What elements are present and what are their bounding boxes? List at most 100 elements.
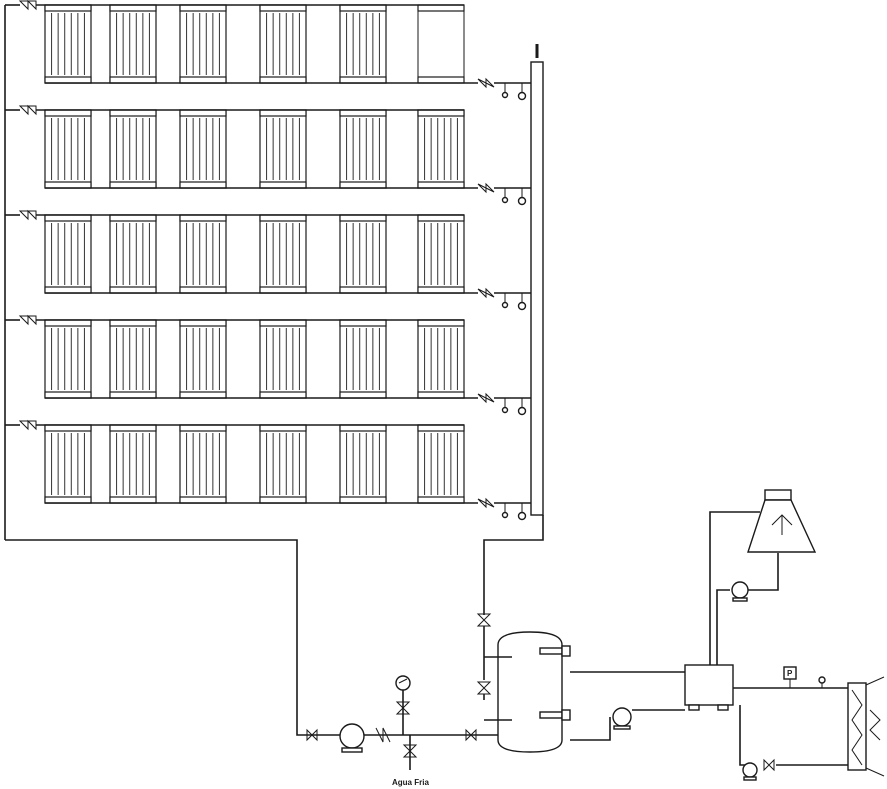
radiator-body xyxy=(259,214,307,294)
pressure-gauge[interactable]: P xyxy=(783,666,797,688)
radiator-header xyxy=(44,109,92,117)
radiator-footer xyxy=(44,496,92,504)
radiator[interactable] xyxy=(339,4,387,84)
outlet-line xyxy=(733,687,848,766)
floor-vent-valve[interactable] xyxy=(517,196,527,206)
radiator-header xyxy=(259,214,307,222)
floor-balancing-valve[interactable] xyxy=(18,314,37,326)
floor-balancing-valve[interactable] xyxy=(18,104,37,116)
floor-vent-valve[interactable] xyxy=(517,406,527,416)
radiator-header xyxy=(339,319,387,327)
floor-balancing-valve[interactable] xyxy=(18,419,37,431)
floor-pipes xyxy=(5,0,531,521)
radiator-header xyxy=(44,214,92,222)
radiator-footer xyxy=(259,76,307,84)
fan-coil[interactable] xyxy=(847,676,885,777)
thermometer[interactable] xyxy=(818,676,826,688)
radiator[interactable] xyxy=(339,109,387,189)
radiator[interactable] xyxy=(109,319,157,399)
radiator[interactable] xyxy=(417,319,465,399)
heat-exchanger[interactable] xyxy=(684,664,734,711)
radiator-footer xyxy=(109,496,157,504)
radiator[interactable] xyxy=(179,319,227,399)
radiator[interactable] xyxy=(44,4,92,84)
radiator[interactable] xyxy=(179,424,227,504)
radiator[interactable] xyxy=(417,214,465,294)
radiator[interactable] xyxy=(259,109,307,189)
radiator-header xyxy=(339,4,387,12)
radiator-header xyxy=(179,424,227,432)
secondary-pump[interactable] xyxy=(612,707,632,730)
radiator[interactable] xyxy=(339,214,387,294)
radiator[interactable] xyxy=(417,4,465,84)
storage-tank[interactable] xyxy=(484,631,571,753)
radiator-header xyxy=(339,424,387,432)
floor-drain-cap xyxy=(501,511,509,519)
radiator-body xyxy=(259,109,307,189)
floor-vent-valve[interactable] xyxy=(517,301,527,311)
radiator-footer xyxy=(109,181,157,189)
cooling-tower[interactable] xyxy=(747,489,817,553)
floor-supply-valve[interactable] xyxy=(477,287,495,299)
floor-drain-cap xyxy=(501,301,509,309)
radiator-footer xyxy=(339,286,387,294)
radiator-body xyxy=(259,4,307,84)
radiator-body xyxy=(259,319,307,399)
cooling-tower-circuit xyxy=(709,511,779,665)
gate-valve-return[interactable] xyxy=(306,728,318,742)
radiator[interactable] xyxy=(259,424,307,504)
radiator-header xyxy=(109,214,157,222)
radiator[interactable] xyxy=(109,424,157,504)
radiator[interactable] xyxy=(259,4,307,84)
radiator-footer xyxy=(259,496,307,504)
radiator[interactable] xyxy=(259,319,307,399)
radiator-body xyxy=(339,424,387,504)
circulation-pump[interactable] xyxy=(339,723,365,753)
floor-supply-valve[interactable] xyxy=(477,497,495,509)
radiator[interactable] xyxy=(44,214,92,294)
radiator[interactable] xyxy=(44,109,92,189)
radiator-footer xyxy=(339,496,387,504)
floor-vent-valve[interactable] xyxy=(517,511,527,521)
radiator[interactable] xyxy=(179,4,227,84)
check-valve[interactable] xyxy=(375,727,391,743)
radiator[interactable] xyxy=(44,319,92,399)
gate-valve-tank-inlet[interactable] xyxy=(465,728,477,742)
cold-water-label: Agua Fria xyxy=(392,778,429,787)
floor-drain-cap xyxy=(501,91,509,99)
floor-supply-valve[interactable] xyxy=(477,77,495,89)
supply-riser xyxy=(483,44,544,615)
radiator[interactable] xyxy=(417,109,465,189)
expansion-vessel[interactable] xyxy=(395,675,411,735)
radiator-footer xyxy=(417,76,465,84)
radiator[interactable] xyxy=(339,424,387,504)
outlet-pump[interactable] xyxy=(742,762,758,781)
radiator-header xyxy=(259,319,307,327)
floor-supply-valve[interactable] xyxy=(477,392,495,404)
gate-valve-outlet[interactable] xyxy=(763,758,775,772)
floor-drain-cap xyxy=(501,406,509,414)
radiator-footer xyxy=(44,181,92,189)
radiator[interactable] xyxy=(44,424,92,504)
radiator[interactable] xyxy=(259,214,307,294)
cold-water-inlet: Agua Fria xyxy=(392,735,429,787)
radiator[interactable] xyxy=(109,109,157,189)
radiator[interactable] xyxy=(179,214,227,294)
floor-supply-valve[interactable] xyxy=(477,182,495,194)
radiator[interactable] xyxy=(109,4,157,84)
radiator-header xyxy=(179,109,227,117)
radiator[interactable] xyxy=(417,424,465,504)
radiator-header xyxy=(259,4,307,12)
floor-balancing-valve[interactable] xyxy=(18,0,37,11)
floor-balancing-valve[interactable] xyxy=(18,209,37,221)
radiator-body xyxy=(417,424,465,504)
radiator[interactable] xyxy=(179,109,227,189)
radiator-header xyxy=(417,319,465,327)
tower-pump[interactable] xyxy=(731,581,749,602)
radiator[interactable] xyxy=(109,214,157,294)
radiator-footer xyxy=(259,391,307,399)
radiator[interactable] xyxy=(339,319,387,399)
radiator-footer xyxy=(179,391,227,399)
floor-vent-valve[interactable] xyxy=(517,91,527,101)
